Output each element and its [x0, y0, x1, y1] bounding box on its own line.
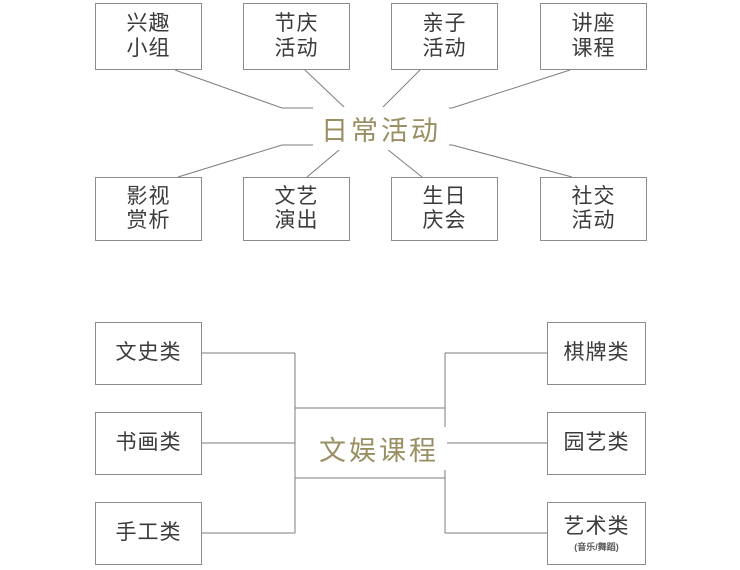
- node-label-line2: 赏析: [126, 209, 171, 232]
- node-parent-child-activity[interactable]: 亲子 活动: [391, 3, 498, 70]
- node-handicraft[interactable]: 手工类: [95, 502, 202, 565]
- node-label-line2: 演出: [274, 209, 319, 232]
- node-label-line1: 手工类: [115, 521, 182, 545]
- node-label-line1: 社交: [571, 184, 616, 208]
- node-label-line2: 小组: [126, 36, 171, 60]
- node-label-line1: 讲座: [571, 12, 616, 36]
- node-arts-performance[interactable]: 文艺 演出: [243, 177, 350, 241]
- node-festival-activity[interactable]: 节庆 活动: [243, 3, 350, 70]
- node-label-line1: 书画类: [115, 431, 182, 455]
- node-label-line1: 亲子: [422, 12, 467, 36]
- node-film-appreciation[interactable]: 影视 赏析: [95, 177, 202, 241]
- node-birthday-party[interactable]: 生日 庆会: [391, 177, 498, 241]
- hub-label-entertainment-courses: 文娱课程: [311, 427, 447, 470]
- node-interest-group[interactable]: 兴趣 小组: [95, 3, 202, 70]
- node-label-line1: 节庆: [274, 12, 319, 36]
- node-lecture-course[interactable]: 讲座 课程: [540, 3, 647, 70]
- node-gardening[interactable]: 园艺类: [547, 412, 646, 475]
- node-label-line1: 影视: [126, 184, 171, 208]
- node-label-line1: 生日: [422, 184, 467, 208]
- node-label-line1: 艺术类: [563, 514, 630, 538]
- node-sublabel: (音乐/舞蹈): [574, 541, 619, 552]
- node-label-line1: 兴趣: [126, 12, 171, 36]
- node-label-line2: 课程: [571, 36, 616, 60]
- node-art-music-dance[interactable]: 艺术类 (音乐/舞蹈): [547, 502, 646, 565]
- node-label-line1: 文艺: [274, 184, 319, 208]
- node-label-line1: 文史类: [115, 341, 182, 365]
- node-literature-history[interactable]: 文史类: [95, 322, 202, 385]
- node-label-line2: 庆会: [422, 209, 467, 232]
- hub-label-daily-activities: 日常活动: [313, 107, 449, 150]
- node-social-activity[interactable]: 社交 活动: [540, 177, 647, 241]
- node-label-line2: 活动: [274, 36, 319, 60]
- node-chess-cards[interactable]: 棋牌类: [547, 322, 646, 385]
- node-calligraphy-painting[interactable]: 书画类: [95, 412, 202, 475]
- node-label-line2: 活动: [422, 36, 467, 60]
- node-label-line2: 活动: [571, 209, 616, 232]
- node-label-line1: 园艺类: [563, 431, 630, 455]
- node-label-line1: 棋牌类: [563, 341, 630, 365]
